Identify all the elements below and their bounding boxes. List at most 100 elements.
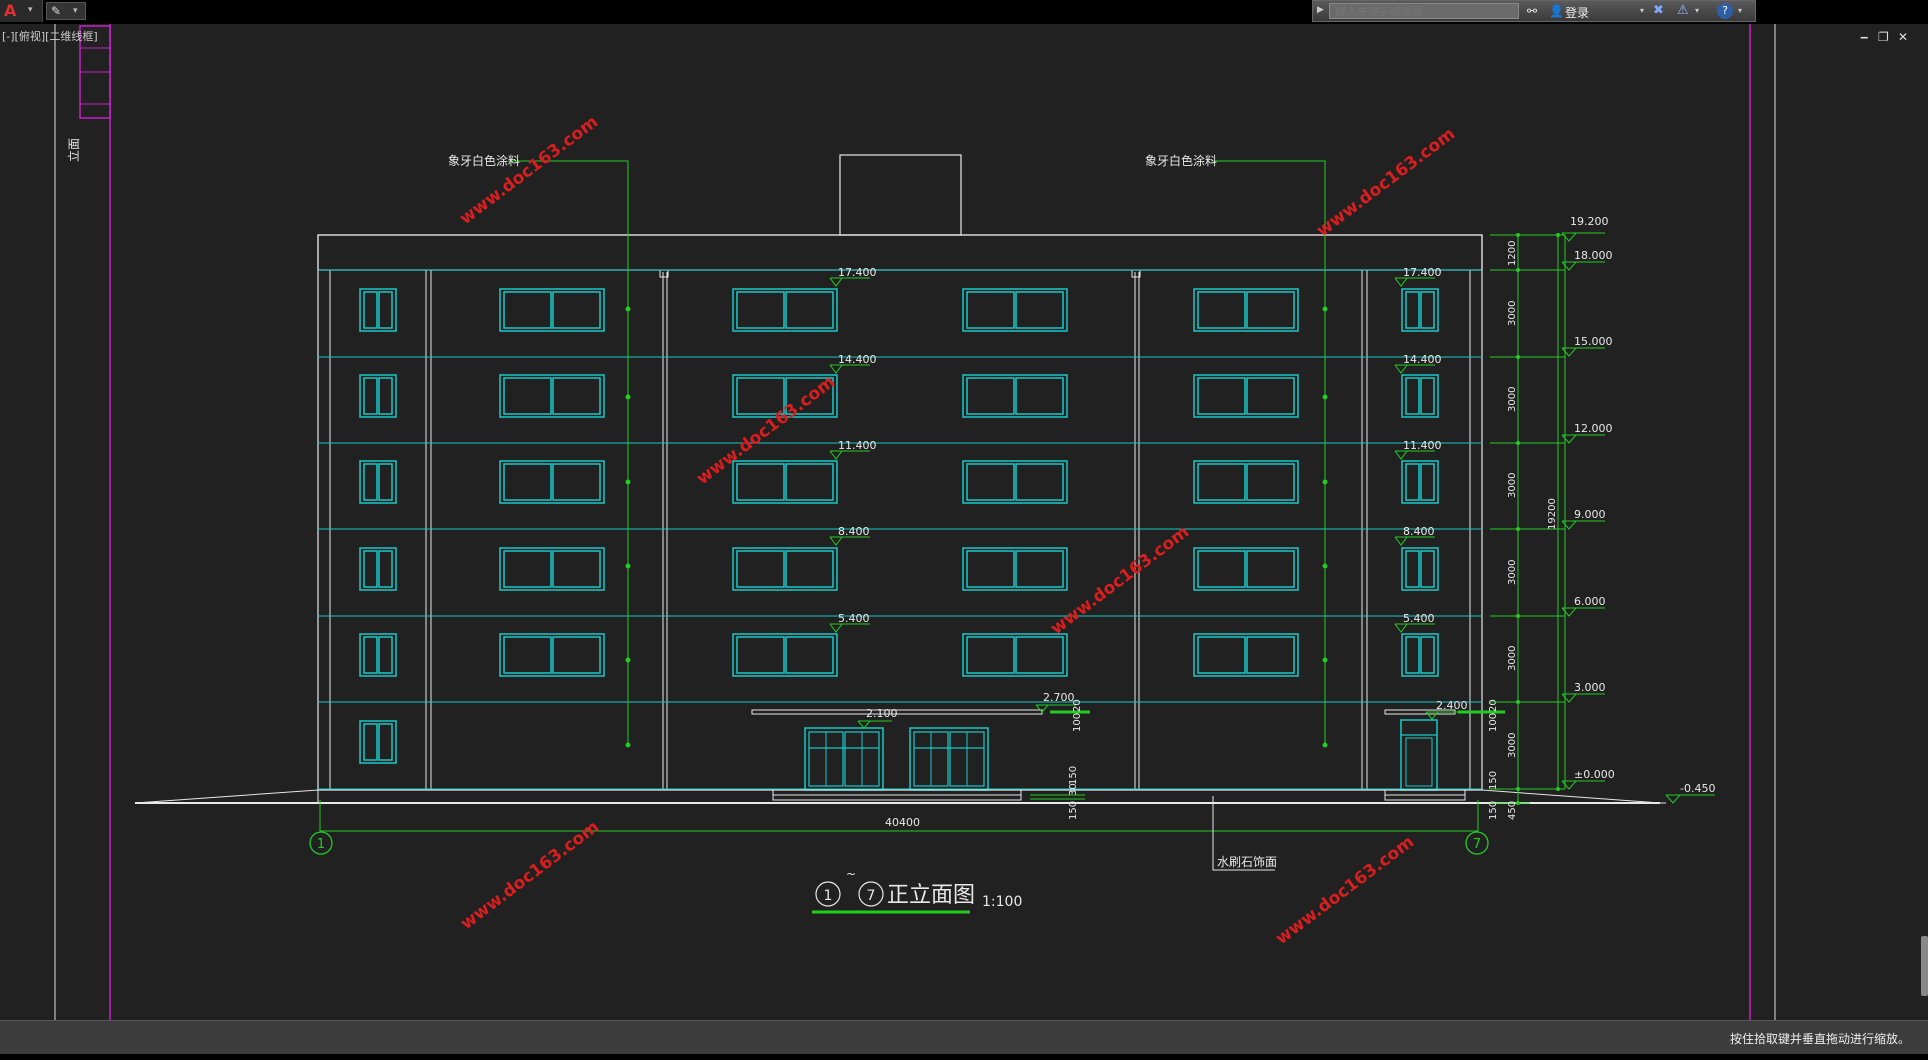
canopy-level: 2.100: [866, 707, 898, 720]
chevron-down-icon[interactable]: ▾: [1640, 6, 1645, 15]
axis-bubble: [1465, 831, 1489, 855]
elevation-label: 9.000: [1574, 508, 1606, 521]
level-label: 5.400: [838, 612, 870, 625]
title-axis-label: 7: [867, 888, 876, 904]
entrance-door: [909, 727, 989, 791]
dim-label: 450: [1507, 801, 1518, 820]
watermark-text: www.doc163.com: [693, 372, 839, 489]
drawing-canvas[interactable]: 立面: [0, 24, 1928, 1020]
watermark-text: www.doc163.com: [1272, 832, 1418, 949]
watermark-text: www.doc163.com: [456, 112, 602, 229]
level-label: 14.400: [838, 353, 877, 366]
dim-label: 3000: [1507, 473, 1518, 498]
dim-label: 150: [1068, 801, 1079, 820]
dim-label: 20: [1072, 699, 1083, 712]
entrance-door: [804, 727, 884, 791]
canopy-level: 2.700: [1043, 691, 1075, 704]
building-outline: [317, 234, 1483, 791]
watermarks: www.doc163.com www.doc163.com www.doc163…: [456, 112, 1459, 949]
title-bar: A ▾ ✎ ▾ ▶ ⚯ 👤 登录 ▾ ✖ ⚠ ▾ ? ▾: [0, 0, 1928, 24]
title-axis-bubble: [815, 881, 841, 907]
elevation-label: 18.000: [1574, 249, 1613, 262]
user-icon[interactable]: 👤: [1549, 4, 1564, 18]
floor-lines: [318, 269, 1482, 790]
axis-bubble: [309, 831, 333, 855]
application-menu-button[interactable]: A ▾: [0, 0, 43, 22]
level-label: 11.400: [838, 439, 877, 452]
dim-label: 150: [1068, 766, 1079, 785]
scrollbar-thumb[interactable]: [1921, 936, 1928, 996]
binoculars-icon[interactable]: ⚯: [1527, 4, 1538, 18]
total-width-dim: 40400: [885, 816, 920, 829]
watermark-text: www.doc163.com: [1047, 522, 1193, 639]
status-message: 按住拾取键并垂直拖动进行缩放。: [1729, 1032, 1910, 1046]
drawing-title: 正立面图: [887, 883, 975, 908]
drawing-scale: 1:100: [982, 894, 1022, 910]
level-label: 14.400: [1403, 353, 1442, 366]
axis-label: 7: [1473, 837, 1481, 852]
level-label: 5.400: [1403, 612, 1435, 625]
leader-line: [508, 160, 629, 745]
dim-label: 3000: [1507, 733, 1518, 758]
chevron-down-icon[interactable]: ▾: [1738, 6, 1743, 15]
dimension-chain: [1490, 234, 1566, 804]
canopy-level: 2.400: [1436, 699, 1468, 712]
side-text: 立面: [66, 138, 81, 162]
dim-label: 30: [1068, 783, 1079, 796]
elevation-label: 19.200: [1570, 215, 1609, 228]
dim-label: 3000: [1507, 560, 1518, 585]
chevron-down-icon: ▾: [28, 5, 33, 15]
title-tilde: ~: [846, 867, 856, 881]
exchange-apps-icon[interactable]: ✖: [1653, 3, 1664, 18]
help-button[interactable]: ?: [1717, 3, 1733, 19]
elevation-label: 6.000: [1574, 595, 1606, 608]
leader-line: [1211, 160, 1326, 745]
command-status-bar: 按住拾取键并垂直拖动进行缩放。: [0, 1020, 1928, 1055]
title-axis-label: 1: [824, 888, 833, 904]
chevron-down-icon[interactable]: ▾: [1695, 6, 1700, 15]
windows: [359, 288, 1439, 764]
parapet: [317, 234, 1483, 271]
title-axis-bubble: [858, 881, 884, 907]
document-edit-icon: ✎: [51, 4, 62, 18]
dim-label: 20: [1488, 699, 1499, 712]
total-height-dim: 19200: [1547, 498, 1558, 530]
level-label: 8.400: [1403, 525, 1435, 538]
chevron-down-icon: ▾: [73, 6, 78, 16]
watermark-text: www.doc163.com: [457, 817, 603, 934]
elevation-label: 3.000: [1574, 681, 1606, 694]
watermark-text: www.doc163.com: [1313, 124, 1459, 241]
level-label: 11.400: [1403, 439, 1442, 452]
dim-label: 3000: [1507, 646, 1518, 671]
expand-arrow-icon[interactable]: ▶: [1317, 5, 1324, 15]
dim-label: 3000: [1507, 301, 1518, 326]
dim-label: 3000: [1507, 387, 1518, 412]
info-center: ▶ ⚯ 👤 登录 ▾ ✖ ⚠ ▾ ? ▾: [1312, 0, 1756, 22]
material-label: 象牙白色涂料: [448, 153, 520, 168]
level-label: 17.400: [838, 266, 877, 279]
a360-icon[interactable]: ⚠: [1677, 3, 1689, 18]
dim-label: 100: [1488, 713, 1499, 732]
dim-label: 150: [1488, 771, 1499, 790]
dim-label: 100: [1072, 713, 1083, 732]
material-label: 象牙白色涂料: [1145, 153, 1217, 168]
autocad-logo-icon: A: [4, 1, 17, 20]
stone-label: 水刷石饰面: [1217, 855, 1277, 869]
roof-stair-tower: [839, 154, 962, 236]
bottom-strip: [0, 1054, 1928, 1060]
elevation-label: 12.000: [1574, 422, 1613, 435]
level-label: 17.400: [1403, 266, 1442, 279]
dim-label: 1200: [1507, 241, 1518, 266]
quick-access-button[interactable]: ✎ ▾: [46, 2, 86, 20]
axis-label: 1: [317, 837, 325, 852]
viewport-controls-label[interactable]: [-][俯视][二维线框]: [2, 30, 98, 43]
elevation-label: -0.450: [1680, 782, 1715, 795]
search-input[interactable]: [1329, 3, 1519, 19]
elevation-label: ±0.000: [1574, 768, 1615, 781]
restore-icon[interactable]: ❐: [1878, 30, 1889, 44]
elevation-label: 15.000: [1574, 335, 1613, 348]
close-icon[interactable]: ✕: [1898, 30, 1909, 44]
dim-label: 150: [1488, 801, 1499, 820]
login-button[interactable]: 登录: [1565, 6, 1590, 20]
minimize-icon[interactable]: ‒: [1860, 30, 1869, 44]
